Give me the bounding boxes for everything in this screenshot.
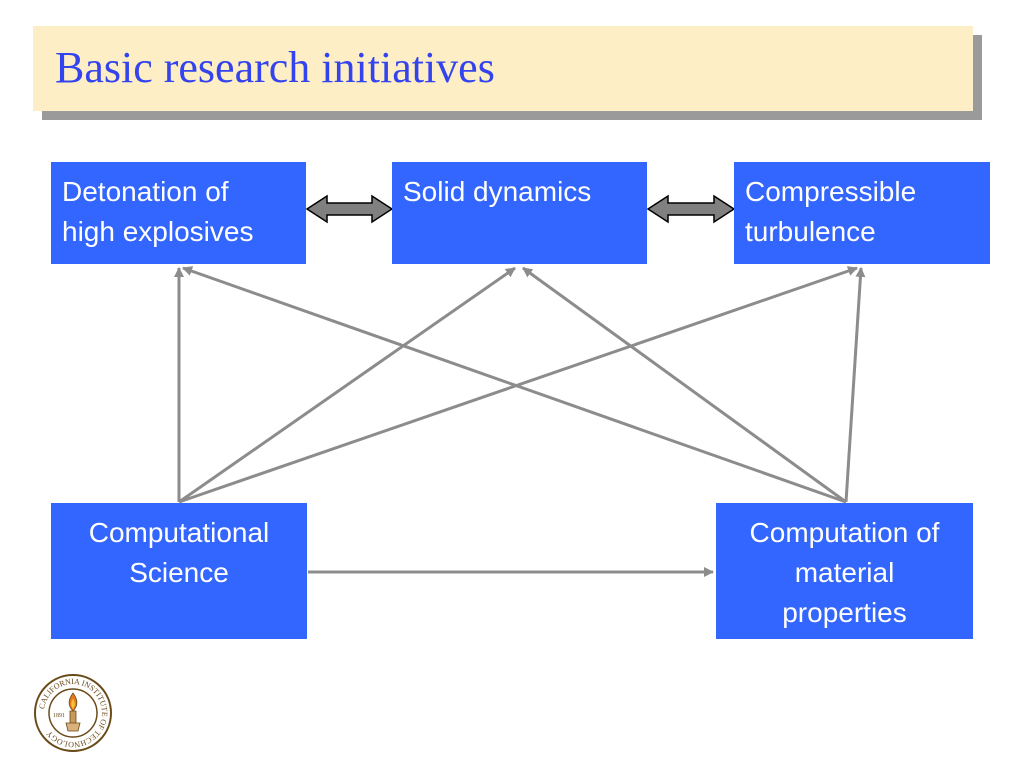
node-detonation-of-high-explosives: Detonation of high explosives [51,162,306,264]
slide-title: Basic research initiatives [55,43,495,92]
node-label-line: Science [129,557,229,588]
node-label-line: Solid dynamics [403,176,592,207]
node-label-line: material [794,557,895,588]
node-computational-science: Computational Science [51,503,307,639]
node-label-line: high explosives [62,216,254,247]
caltech-seal-logo: CALIFORNIA INSTITUTE OF TECHNOLOGY 1891 [34,674,112,752]
edge-compsci-to-solid [178,266,516,504]
node-label-line: Compressible [745,176,917,207]
edge-material-to-turbulence [844,267,866,503]
node-compressible-turbulence: Compressible turbulence [734,162,990,264]
node-label-line: Computational [88,517,270,548]
node-solid-dynamics: Solid dynamics [392,162,647,264]
node-label-line: Computation of [749,517,940,548]
node-label-line: properties [782,597,907,628]
node-label-line: turbulence [745,216,876,247]
node-label-line: Detonation of [62,176,229,207]
edge-material-to-detonation [182,266,847,504]
double-arrow-detonation-solid [305,194,394,224]
node-computation-of-material-properties: Computation of material properties [716,503,973,639]
seal-year: 1891 [53,713,65,719]
edge-material-to-solid [522,266,847,504]
title-banner: Basic research initiatives [33,26,973,111]
double-arrow-solid-turbulence [646,194,736,224]
